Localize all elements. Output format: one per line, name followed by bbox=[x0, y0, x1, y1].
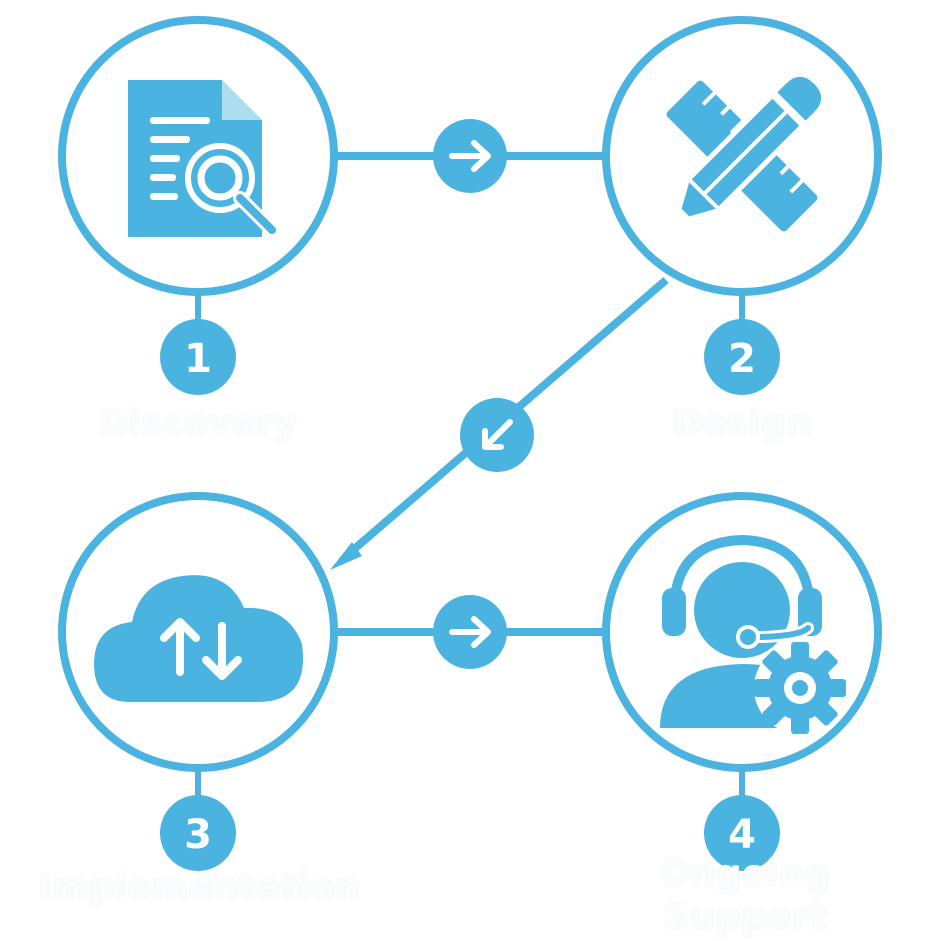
connector-1-2 bbox=[337, 119, 603, 193]
document-search-icon bbox=[128, 80, 279, 237]
step-label-1: Discovery bbox=[98, 403, 298, 444]
ruler-pencil-icon bbox=[666, 72, 826, 232]
step-2: 2 bbox=[602, 16, 882, 395]
step-number-2: 2 bbox=[728, 336, 756, 382]
step-badge-1: 1 bbox=[160, 319, 236, 395]
support-agent-gear-icon bbox=[660, 534, 846, 734]
step-4: 4 bbox=[602, 492, 882, 871]
step-number-4: 4 bbox=[728, 812, 756, 858]
step-badge-2: 2 bbox=[704, 319, 780, 395]
connector-2-3 bbox=[330, 276, 669, 570]
step-label-4: Ongoing Support bbox=[659, 853, 831, 938]
step-badge-4: 4 bbox=[704, 795, 780, 871]
step-badge-3: 3 bbox=[160, 795, 236, 871]
arrow-right-icon bbox=[433, 119, 507, 193]
step-1: 1 bbox=[58, 16, 338, 395]
connector-3-4 bbox=[337, 595, 603, 669]
step-number-1: 1 bbox=[184, 336, 212, 382]
cloud-sync-icon bbox=[94, 575, 304, 702]
arrow-right-icon bbox=[433, 595, 507, 669]
step-label-2: Design bbox=[672, 403, 812, 444]
arrow-down-left-icon bbox=[460, 398, 534, 472]
step-number-3: 3 bbox=[184, 812, 212, 858]
step-3: 3 bbox=[58, 492, 338, 871]
step-label-3: Implementation bbox=[38, 867, 361, 908]
